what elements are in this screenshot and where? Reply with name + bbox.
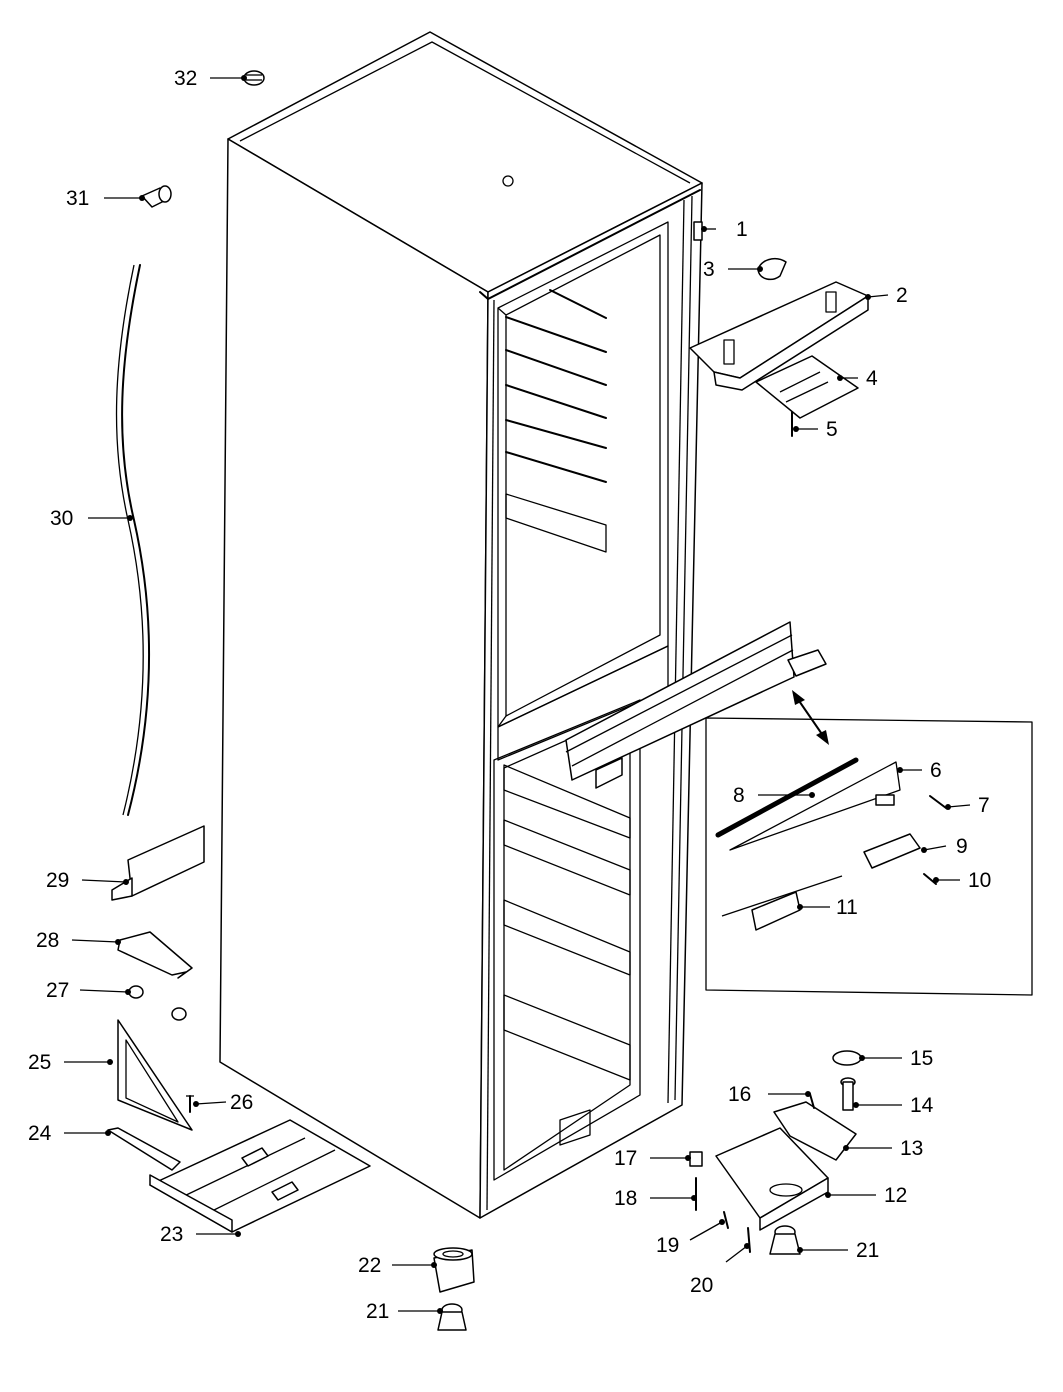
upper-compartment [497, 221, 669, 761]
callout-24: 24 [28, 1122, 52, 1145]
door-parts-inset [705, 690, 1033, 996]
callout-29: 29 [46, 869, 69, 892]
part-27-nut [128, 985, 187, 1021]
callout-26: 26 [230, 1091, 253, 1114]
callout-18: 18 [614, 1187, 637, 1210]
part-graphics [107, 70, 1033, 1331]
callout-22: 22 [358, 1254, 381, 1277]
part-25-triangle-frame [117, 1019, 193, 1131]
part-24-strip [107, 1127, 181, 1171]
part-23-base-rail [149, 1119, 371, 1233]
part-30-gasket [121, 264, 150, 816]
callout-9: 9 [956, 835, 968, 858]
callout-13: 13 [900, 1137, 923, 1160]
callout-23: 23 [160, 1223, 183, 1246]
part-28-bracket [117, 931, 193, 979]
part-31-bushing [141, 185, 172, 208]
callout-21-lower: 21 [366, 1300, 389, 1323]
callout-19: 19 [656, 1234, 679, 1257]
middle-hinge-bar [565, 621, 827, 789]
part-17-bushing [689, 1151, 703, 1167]
part-16-pin [809, 1093, 815, 1109]
callout-2: 2 [896, 284, 908, 307]
callout-20: 20 [690, 1274, 713, 1297]
callout-10: 10 [968, 869, 991, 892]
part-2-lamp-housing [689, 281, 869, 391]
callout-25: 25 [28, 1051, 51, 1074]
callout-11: 11 [836, 896, 858, 919]
part-19-screw [723, 1211, 729, 1229]
callout-labels: 1 2 3 4 5 6 7 8 9 10 11 12 13 14 15 16 1… [28, 67, 991, 1323]
cabinet [219, 31, 827, 1219]
callout-leaders [64, 75, 971, 1314]
part-20-pin [747, 1227, 751, 1253]
callout-6: 6 [930, 759, 942, 782]
callout-21: 21 [856, 1239, 879, 1262]
part-21-adjustable-foot [437, 1225, 801, 1331]
callout-8: 8 [733, 784, 745, 807]
part-3-bulb [757, 258, 787, 281]
part-14-bolt [840, 1077, 856, 1111]
callout-3: 3 [703, 258, 715, 281]
callout-17: 17 [614, 1147, 637, 1170]
part-4-lamp-cover [755, 355, 859, 419]
callout-32: 32 [174, 67, 197, 90]
callout-27: 27 [46, 979, 69, 1002]
callout-28: 28 [36, 929, 59, 952]
callout-16: 16 [728, 1083, 751, 1106]
part-12-hinge-block [715, 1127, 829, 1231]
callout-1: 1 [736, 218, 748, 241]
part-22-foot [433, 1247, 475, 1293]
callout-12: 12 [884, 1184, 907, 1207]
callout-14: 14 [910, 1094, 934, 1117]
part-1-plug [693, 221, 703, 241]
part-15-cap [832, 1050, 862, 1066]
part-26-screw [186, 1095, 194, 1113]
callout-30: 30 [50, 507, 73, 530]
part-29-panel [111, 825, 205, 901]
callout-31: 31 [66, 187, 89, 210]
callout-4: 4 [866, 367, 878, 390]
callout-15: 15 [910, 1047, 933, 1070]
callout-5: 5 [826, 418, 838, 441]
callout-7: 7 [978, 794, 990, 817]
lower-compartment [493, 699, 641, 1181]
